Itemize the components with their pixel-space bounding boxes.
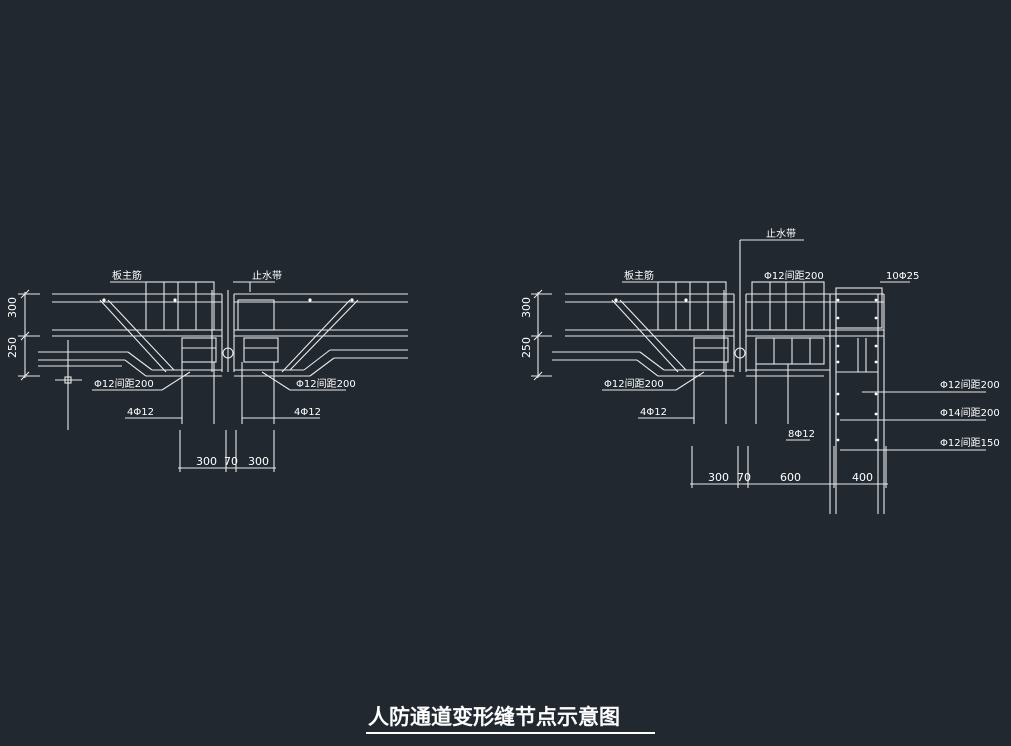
right-slab-left xyxy=(552,281,735,424)
drawing-title-block: 人防通道变形缝节点示意图 xyxy=(366,705,655,734)
right-label-slab-main-bar: 板主筋 xyxy=(624,269,654,282)
right-label-wall-3: Φ12间距150 xyxy=(940,436,1000,449)
left-dim-h-300b: 300 xyxy=(248,455,269,468)
left-slab-left xyxy=(38,281,223,424)
right-slab-right xyxy=(745,281,885,514)
left-slab-right xyxy=(233,293,408,424)
right-label-stirrup-left: Φ12间距200 xyxy=(604,377,664,390)
right-label-wall-1: Φ12间距200 xyxy=(940,378,1000,391)
right-waterstop: 止水带 xyxy=(734,228,804,372)
right-annotations: 板主筋 Φ12间距200 10Φ25 Φ12间距200 4Φ12 8Φ12 Φ1… xyxy=(602,269,1000,451)
left-dim-v-300: 300 xyxy=(6,297,19,318)
right-label-bars-mid: 8Φ12 xyxy=(788,429,815,440)
right-dim-v-300: 300 xyxy=(520,297,533,318)
drawing-title: 人防通道变形缝节点示意图 xyxy=(368,705,620,729)
right-label-waterstop: 止水带 xyxy=(766,228,796,240)
left-vertical-dimension: 300 250 xyxy=(6,289,40,381)
left-detail: 300 250 xyxy=(6,269,408,472)
left-annotations: 板主筋 止水带 Φ12间距200 Φ12间距200 4Φ12 4Φ12 xyxy=(55,269,356,430)
left-label-bars-right: 4Φ12 xyxy=(294,407,321,418)
left-label-waterstop: 止水带 xyxy=(252,270,282,282)
right-vertical-dimension: 300 250 xyxy=(520,289,552,381)
right-dim-h-70: 70 xyxy=(737,471,751,484)
left-label-stirrup-left: Φ12间距200 xyxy=(94,377,154,390)
right-dim-h-600: 600 xyxy=(780,471,801,484)
right-label-bars-top: 10Φ25 xyxy=(886,271,919,282)
right-label-bars-left: 4Φ12 xyxy=(640,407,667,418)
right-detail: 300 250 xyxy=(520,228,1000,514)
right-dim-v-250: 250 xyxy=(520,337,533,358)
left-label-slab-main-bar: 板主筋 xyxy=(112,269,142,282)
left-label-stirrup-right: Φ12间距200 xyxy=(296,377,356,390)
left-dim-h-70: 70 xyxy=(224,455,238,468)
right-horizontal-dimension: 300 70 600 400 xyxy=(690,446,888,488)
right-label-wall-2: Φ14间距200 xyxy=(940,406,1000,419)
left-label-bars-left: 4Φ12 xyxy=(127,407,154,418)
left-horizontal-dimension: 300 70 300 xyxy=(178,430,276,472)
left-dim-v-250: 250 xyxy=(6,337,19,358)
left-waterstop xyxy=(222,281,275,372)
left-dim-h-300a: 300 xyxy=(196,455,217,468)
right-label-stirrup-top: Φ12间距200 xyxy=(764,269,824,282)
right-dim-h-300: 300 xyxy=(708,471,729,484)
right-dim-h-400: 400 xyxy=(852,471,873,484)
